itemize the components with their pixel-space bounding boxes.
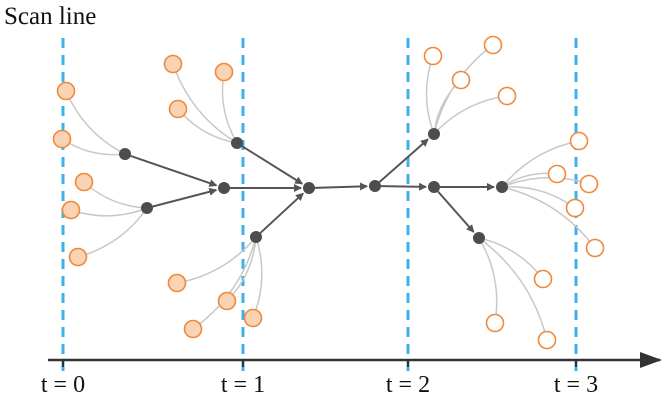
- title: Scan line: [4, 3, 97, 30]
- leaf-connector: [61, 138, 126, 156]
- graph-node: [119, 148, 131, 160]
- leaf-circle-filled: [168, 99, 188, 119]
- graph-node: [369, 180, 381, 192]
- time-label-t2: t = 2: [386, 372, 430, 398]
- node-edges: [130, 138, 495, 234]
- leaf-circle-hollow: [537, 330, 557, 350]
- edge-arrow: [241, 145, 304, 185]
- leaf-circle-hollow: [565, 198, 585, 218]
- time-label-t1: t = 1: [221, 372, 265, 398]
- leaf-connectors: [61, 44, 596, 341]
- graph-node: [250, 231, 262, 243]
- edge-arrow: [378, 138, 429, 183]
- leaf-circle-filled: [163, 54, 183, 74]
- axis-ticks: [62, 360, 577, 367]
- leaf-circle-filled: [68, 247, 88, 267]
- leaf-circle-hollow: [585, 238, 605, 258]
- leaf-circle-hollow: [579, 174, 599, 194]
- time-label-t3: t = 3: [554, 372, 598, 398]
- leaf-circle-filled: [217, 291, 237, 311]
- leaf-circle-filled: [167, 273, 187, 293]
- leaf-circle-filled: [74, 172, 94, 192]
- leaf-circle-hollow: [451, 70, 471, 90]
- leaf-circles: [52, 35, 605, 350]
- leaf-circle-hollow: [485, 313, 505, 333]
- edge-arrow: [130, 155, 218, 187]
- graph-node: [428, 181, 440, 193]
- leaf-circle-filled: [56, 81, 76, 101]
- leaf-circle-filled: [61, 200, 81, 220]
- leaf-connector: [65, 90, 126, 155]
- leaf-connector: [501, 186, 596, 249]
- graph-node: [303, 182, 315, 194]
- leaf-connector: [433, 44, 494, 135]
- time-label-t0: t = 0: [41, 372, 85, 398]
- leaf-connector: [172, 63, 238, 144]
- leaf-connector: [425, 55, 435, 135]
- graph-nodes: [119, 128, 508, 244]
- graph-node: [473, 232, 485, 244]
- leaf-circle-filled: [52, 129, 72, 149]
- edge-arrow: [437, 190, 475, 233]
- leaf-connector: [83, 181, 148, 209]
- graph-node: [141, 202, 153, 214]
- edge-arrow: [314, 182, 369, 191]
- leaf-circle-filled: [243, 308, 263, 328]
- edge-arrow: [259, 192, 304, 234]
- leaf-connector: [478, 237, 548, 341]
- graph-node: [496, 181, 508, 193]
- leaf-circle-hollow: [497, 86, 517, 106]
- leaf-circle-filled: [183, 319, 203, 339]
- graph-node: [231, 137, 243, 149]
- leaf-connector: [70, 207, 148, 217]
- leaf-connector: [221, 71, 238, 144]
- leaf-circle-hollow: [569, 131, 589, 151]
- edge-arrow: [380, 182, 428, 191]
- graph-node: [218, 182, 230, 194]
- leaf-circle-filled: [214, 62, 234, 82]
- leaf-connector: [176, 236, 257, 284]
- leaf-circle-hollow: [423, 46, 443, 66]
- edge-arrow: [152, 187, 218, 208]
- leaf-connector: [501, 140, 580, 188]
- leaf-circle-hollow: [533, 269, 553, 289]
- leaf-connector: [192, 236, 257, 330]
- graph-node: [428, 128, 440, 140]
- leaf-circle-hollow: [547, 164, 567, 184]
- leaf-circle-hollow: [483, 35, 503, 55]
